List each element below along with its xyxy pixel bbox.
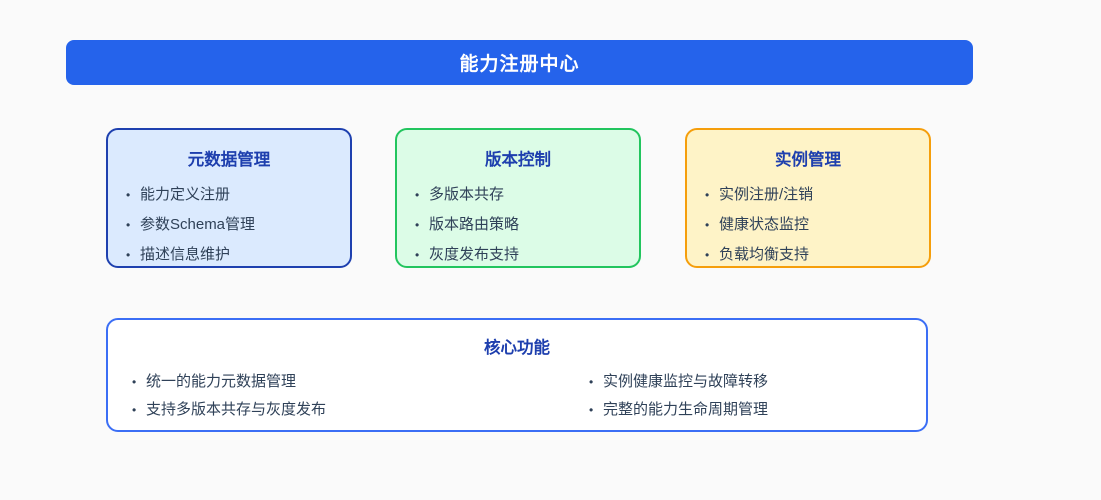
card-version-control: 版本控制 多版本共存 版本路由策略 灰度发布支持	[395, 128, 641, 270]
list-item: 实例注册/注销	[705, 180, 929, 210]
core-left-column: 统一的能力元数据管理 支持多版本共存与灰度发布	[132, 368, 589, 424]
card-item-list: 能力定义注册 参数Schema管理 描述信息维护	[108, 180, 350, 270]
list-item: 描述信息维护	[126, 240, 350, 270]
list-item: 版本路由策略	[415, 210, 639, 240]
list-item: 能力定义注册	[126, 180, 350, 210]
list-item: 健康状态监控	[705, 210, 929, 240]
list-item: 支持多版本共存与灰度发布	[132, 396, 589, 424]
list-item: 参数Schema管理	[126, 210, 350, 240]
card-metadata-management: 元数据管理 能力定义注册 参数Schema管理 描述信息维护	[106, 128, 352, 270]
card-core-functions: 核心功能 统一的能力元数据管理 支持多版本共存与灰度发布 实例健康监控与故障转移…	[106, 318, 928, 432]
list-item: 实例健康监控与故障转移	[589, 368, 902, 396]
list-item: 灰度发布支持	[415, 240, 639, 270]
list-item: 完整的能力生命周期管理	[589, 396, 902, 424]
card-item-list: 实例注册/注销 健康状态监控 负载均衡支持	[687, 180, 929, 270]
list-item: 统一的能力元数据管理	[132, 368, 589, 396]
card-title: 元数据管理	[187, 151, 271, 169]
card-item-list: 多版本共存 版本路由策略 灰度发布支持	[397, 180, 639, 270]
core-right-column: 实例健康监控与故障转移 完整的能力生命周期管理	[589, 368, 902, 424]
card-instance-management: 实例管理 实例注册/注销 健康状态监控 负载均衡支持	[685, 128, 931, 270]
card-title: 版本控制	[485, 151, 551, 169]
page-title: 能力注册中心	[459, 54, 580, 75]
list-item: 负载均衡支持	[705, 240, 929, 270]
core-functions-title: 核心功能	[484, 339, 550, 357]
list-item: 多版本共存	[415, 180, 639, 210]
core-functions-grid: 统一的能力元数据管理 支持多版本共存与灰度发布 实例健康监控与故障转移 完整的能…	[108, 358, 926, 424]
header-banner: 能力注册中心	[66, 40, 973, 85]
card-title: 实例管理	[775, 151, 841, 169]
